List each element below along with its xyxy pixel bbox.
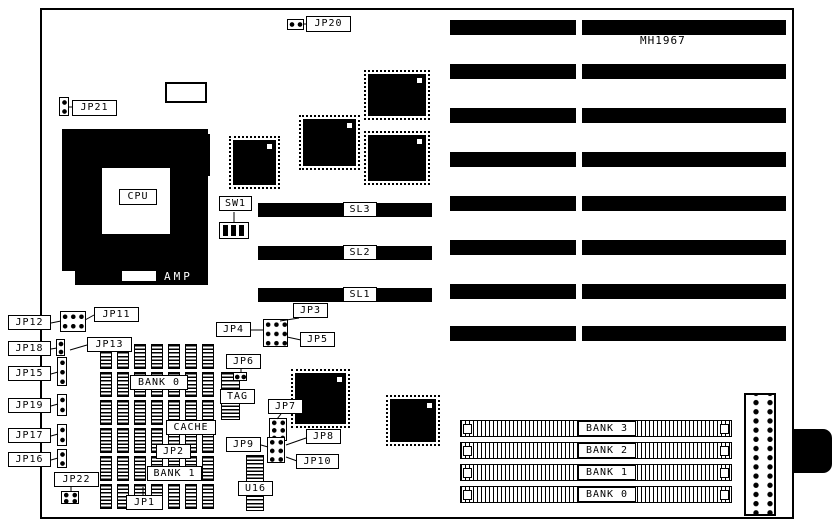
dram-chip bbox=[117, 372, 129, 397]
dram-chip bbox=[134, 428, 146, 453]
sw1-label: SW1 bbox=[219, 196, 252, 211]
jp2-label: JP2 bbox=[156, 444, 191, 459]
dram-chip bbox=[100, 400, 112, 425]
cache-label: CACHE bbox=[166, 420, 216, 435]
isa-slot bbox=[450, 20, 786, 35]
ic-chip bbox=[364, 70, 430, 120]
jp21-label: JP21 bbox=[72, 100, 117, 116]
jp17-label: JP17 bbox=[8, 428, 51, 443]
jp18-jumper-icon bbox=[56, 339, 65, 356]
dram-chip bbox=[151, 400, 163, 425]
jp22-label: JP22 bbox=[54, 472, 99, 487]
jp4-label: JP4 bbox=[216, 322, 251, 337]
isa-slot bbox=[450, 152, 786, 167]
dram-chip bbox=[100, 484, 112, 509]
sl1-label: SL1 bbox=[343, 287, 377, 302]
jp3-jp4-jp5-jumper-block bbox=[263, 319, 288, 347]
sl3-label: SL3 bbox=[343, 202, 377, 217]
simm-bank2-label: BANK 2 bbox=[578, 443, 636, 458]
amp-connector: AMP bbox=[75, 267, 208, 285]
dram-chip bbox=[100, 456, 112, 481]
jp15-jumper-icon bbox=[57, 357, 67, 386]
jp19-jumper-icon bbox=[57, 394, 67, 416]
ic-chip bbox=[364, 131, 430, 185]
ic-chip bbox=[291, 369, 350, 428]
cpu-label: CPU bbox=[119, 189, 157, 205]
jp9-label: JP9 bbox=[226, 437, 261, 452]
jp20-label: JP20 bbox=[306, 16, 351, 32]
jp3-label: JP3 bbox=[293, 303, 328, 318]
isa-slot bbox=[450, 326, 786, 341]
dram-chip bbox=[168, 484, 180, 509]
ic-chip bbox=[229, 136, 280, 189]
amp-keyway bbox=[122, 271, 156, 281]
dram-chip bbox=[117, 400, 129, 425]
isa-slot bbox=[450, 64, 786, 79]
jp17-jumper-icon bbox=[57, 424, 67, 446]
ic-chip bbox=[386, 395, 440, 446]
isa-slot bbox=[450, 284, 786, 299]
isa-slot bbox=[450, 108, 786, 123]
dram-chip bbox=[134, 400, 146, 425]
jp6-jumper-icon bbox=[233, 372, 247, 381]
vl-slot-sl1: SL1 bbox=[258, 287, 432, 302]
jp19-label: JP19 bbox=[8, 398, 51, 413]
jp7-jumper-block bbox=[269, 418, 287, 441]
socket-side-bar bbox=[203, 134, 210, 176]
simm-bank3-label: BANK 3 bbox=[578, 421, 636, 436]
jp11-label: JP11 bbox=[94, 307, 139, 322]
jp12-label: JP12 bbox=[8, 315, 51, 330]
simm-bank0-label: BANK 0 bbox=[578, 487, 636, 502]
dram-chip bbox=[185, 484, 197, 509]
part-number: MH1967 bbox=[640, 34, 686, 47]
keyboard-connector bbox=[793, 429, 832, 473]
dram-chip bbox=[100, 372, 112, 397]
dram-chip bbox=[202, 484, 214, 509]
dram-chip bbox=[168, 344, 180, 369]
dram-chip bbox=[151, 344, 163, 369]
jp6-label: JP6 bbox=[226, 354, 261, 369]
jp5-label: JP5 bbox=[300, 332, 335, 347]
jp13-label: JP13 bbox=[87, 337, 132, 352]
sl2-label: SL2 bbox=[343, 245, 377, 260]
simm-bank1-label: BANK 1 bbox=[578, 465, 636, 480]
jp1-label: JP1 bbox=[126, 495, 163, 510]
jp16-label: JP16 bbox=[8, 452, 51, 467]
jp15-label: JP15 bbox=[8, 366, 51, 381]
jp8-jp9-jp10-jumper-block bbox=[267, 437, 285, 463]
dram-chip bbox=[134, 344, 146, 369]
vl-slot-sl3: SL3 bbox=[258, 202, 432, 217]
power-connector bbox=[744, 393, 776, 516]
dram-chip bbox=[185, 344, 197, 369]
dram-bank0-label: BANK 0 bbox=[130, 375, 188, 390]
jp8-label: JP8 bbox=[306, 429, 341, 444]
amp-label: AMP bbox=[164, 269, 193, 283]
dram-chip bbox=[117, 456, 129, 481]
dram-bank1-label: BANK 1 bbox=[147, 466, 202, 481]
jp7-label: JP7 bbox=[268, 399, 303, 414]
jp10-label: JP10 bbox=[296, 454, 339, 469]
jp18-label: JP18 bbox=[8, 341, 51, 356]
dram-chip bbox=[202, 372, 214, 397]
tag-label: TAG bbox=[220, 389, 255, 404]
dram-chip bbox=[117, 428, 129, 453]
jp22-jumper-icon bbox=[61, 491, 79, 504]
isa-slot bbox=[450, 240, 786, 255]
u16-label: U16 bbox=[238, 481, 273, 496]
dram-chip bbox=[202, 456, 214, 481]
dram-chip bbox=[100, 428, 112, 453]
isa-slot bbox=[450, 196, 786, 211]
component-outline bbox=[165, 82, 207, 103]
dram-chip bbox=[202, 344, 214, 369]
ic-chip bbox=[299, 115, 360, 170]
jp11-jp12-jumper-block bbox=[60, 311, 86, 332]
dram-chip bbox=[134, 456, 146, 481]
vl-slot-sl2: SL2 bbox=[258, 245, 432, 260]
